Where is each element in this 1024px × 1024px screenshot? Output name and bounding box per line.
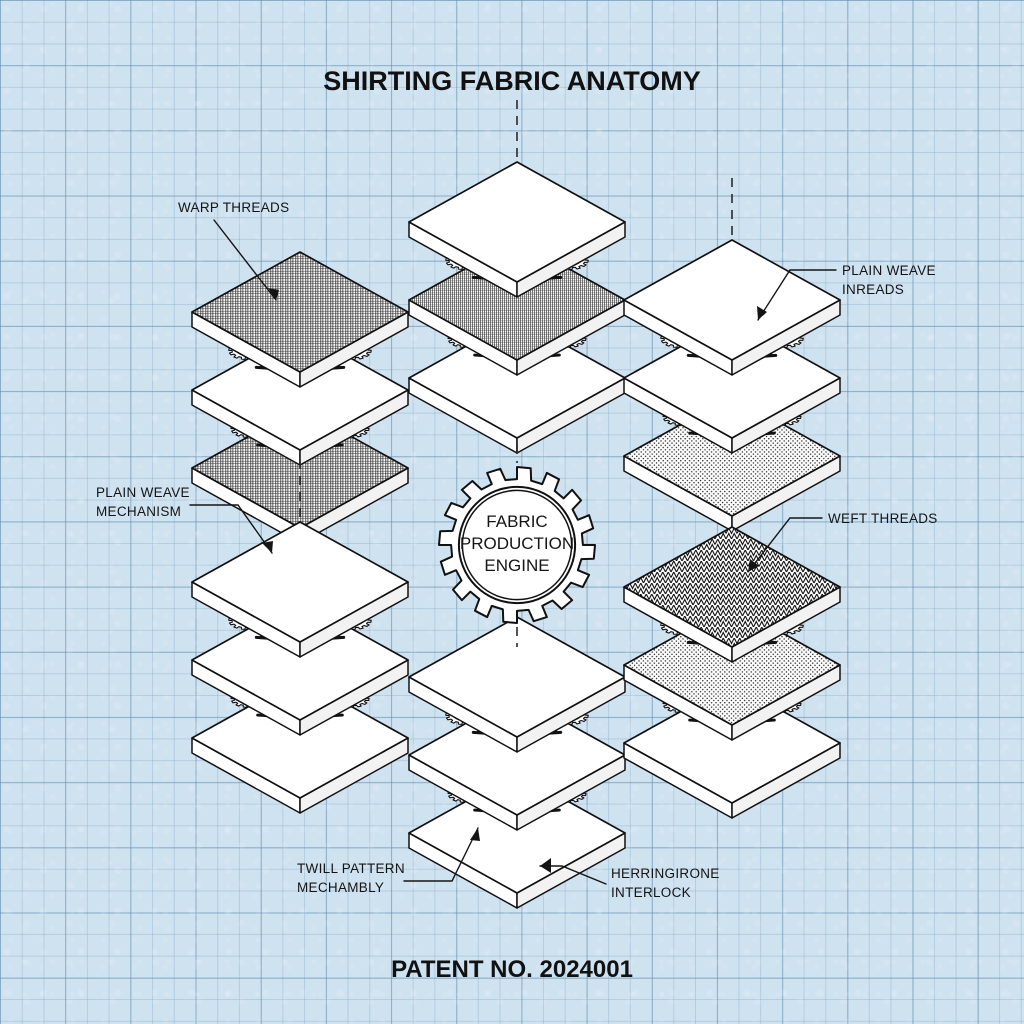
assembly-bottom-right-plate-top (623, 526, 841, 663)
callout-label-line: PLAIN WEAVE (96, 485, 190, 500)
callout-leader-lines (189, 219, 837, 885)
assembly-bottom-right-plate-bottom (623, 682, 841, 819)
badge-ring-outer (457, 485, 577, 605)
assembly-bottom-right[interactable] (623, 526, 841, 819)
arrowhead-warp-threads (268, 288, 279, 300)
leader-plain-weave-mechanism (189, 504, 273, 554)
leader-plain-weave-inreads (757, 269, 837, 321)
callout-weft-threads: WEFT THREADS (828, 511, 938, 526)
assembly-bottom-center-plate-middle (408, 694, 626, 831)
callout-label-line: INTERLOCK (611, 885, 691, 900)
callout-label-line: MECHAMBLY (297, 880, 384, 895)
patent-number: PATENT NO. 2024001 (391, 956, 633, 983)
callout-plain-weave-inreads: PLAIN WEAVE INREADS (842, 263, 936, 297)
badge-line: FABRIC (486, 512, 547, 531)
callout-label-line: INREADS (842, 282, 904, 297)
callout-label-line: HERRINGIRONE (611, 866, 720, 881)
callout-label-line: PLAIN WEAVE (842, 263, 936, 278)
arrowhead-twill-pattern-mechambly (470, 828, 480, 841)
assembly-bottom-center-plate-top (408, 616, 626, 753)
callout-label-line: WEFT THREADS (828, 511, 938, 526)
callout-label-line: MECHANISM (96, 504, 181, 519)
fabric-production-engine-badge[interactable]: FABRIC PRODUCTION ENGINE (438, 445, 596, 647)
assembly-top-right[interactable] (623, 178, 841, 532)
badge-line: ENGINE (484, 556, 549, 575)
assembly-bottom-left-plate-middle (191, 599, 409, 736)
assembly-top-center[interactable] (408, 100, 626, 454)
callout-plain-weave-mechanism: PLAIN WEAVE MECHANISM (96, 485, 190, 519)
leader-warp-threads (213, 219, 277, 301)
assembly-top-right-plate-bottom (623, 395, 841, 532)
callout-warp-threads: WARP THREADS (178, 200, 289, 215)
badge-ring-inner (461, 489, 573, 601)
assembly-bottom-right-plate-middle (623, 604, 841, 741)
page-title: SHIRTING FABRIC ANATOMY (323, 66, 701, 96)
assembly-top-center-plate-middle (408, 239, 626, 376)
leader-weft-threads (747, 517, 823, 573)
leader-twill-pattern-mechambly (403, 827, 479, 882)
arrowhead-weft-threads (748, 559, 759, 572)
assembly-top-right-plate-middle (623, 317, 841, 454)
callout-label-line: TWILL PATTERN (297, 861, 405, 876)
assembly-top-right-plate-top (623, 239, 841, 376)
assembly-top-center-plate-top (408, 161, 626, 298)
badge-line: PRODUCTION (460, 534, 574, 553)
assembly-bottom-center[interactable] (408, 555, 626, 909)
assembly-bottom-left-plate-bottom (191, 677, 409, 814)
exploded-assemblies-group (191, 100, 841, 909)
assembly-top-left[interactable] (191, 251, 409, 544)
arrowhead-plain-weave-mechanism (262, 541, 273, 553)
arrowhead-herringirone-interlock (540, 858, 551, 873)
assembly-top-left-plate-middle (191, 329, 409, 466)
callout-herringirone-interlock: HERRINGIRONE INTERLOCK (611, 866, 720, 900)
callout-twill-pattern-mechambly: TWILL PATTERN MECHAMBLY (297, 861, 405, 895)
assembly-bottom-left[interactable] (191, 460, 409, 814)
assembly-top-left-plate-top (191, 251, 409, 388)
callout-label-line: WARP THREADS (178, 200, 289, 215)
arrowhead-plain-weave-inreads (757, 306, 767, 320)
assembly-bottom-left-plate-top (191, 521, 409, 658)
assembly-bottom-center-plate-bottom (408, 772, 626, 909)
